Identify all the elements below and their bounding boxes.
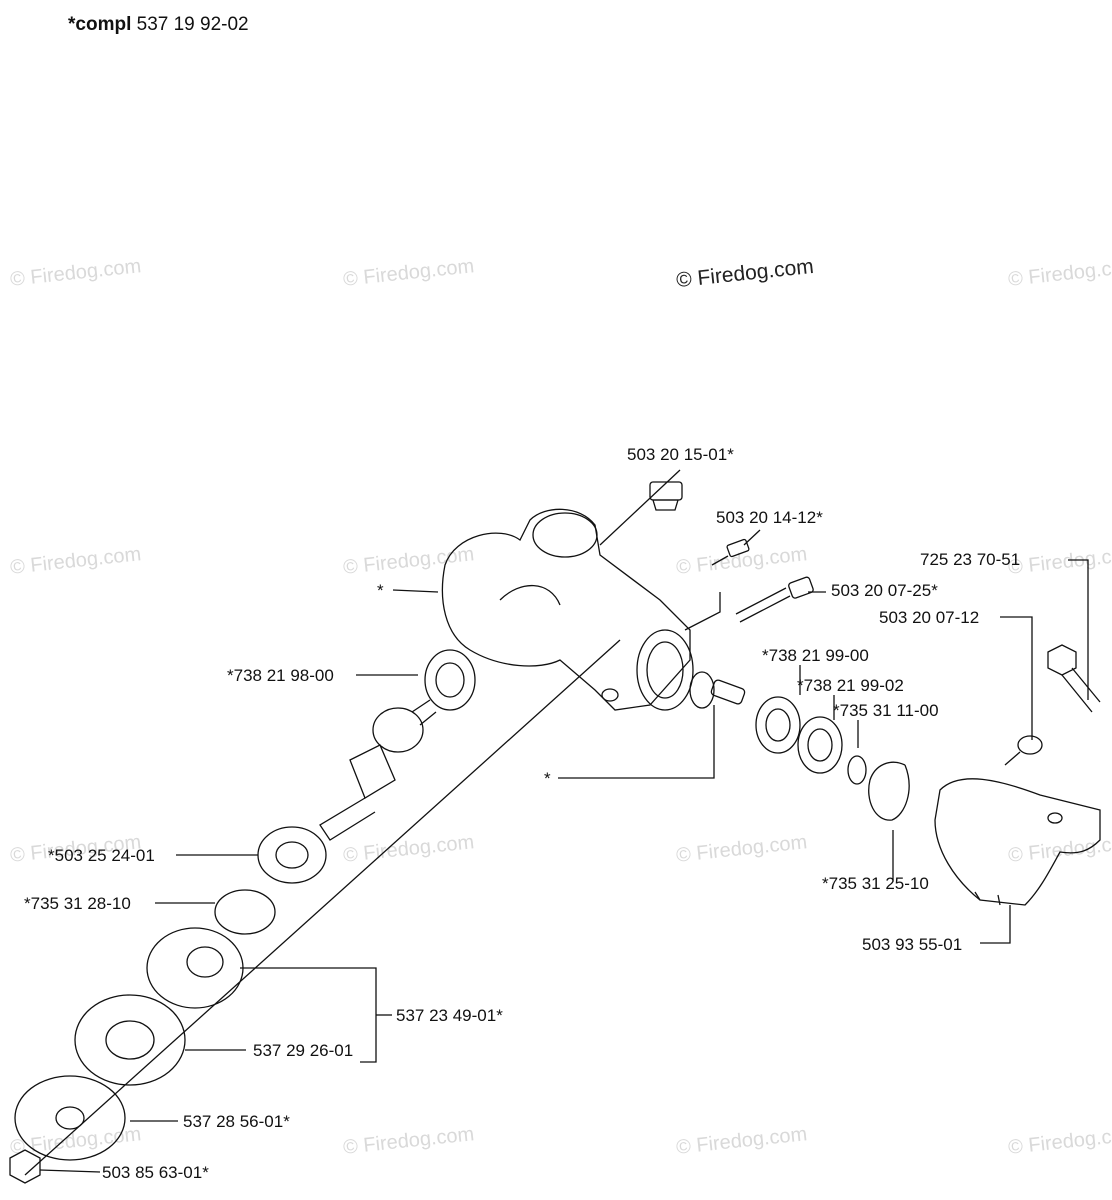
label-537-23-49-01: 537 23 49-01*: [396, 1006, 503, 1025]
bearing-738-21-98-00: [424, 649, 476, 711]
label-537-28-56-01: 537 28 56-01*: [183, 1112, 290, 1131]
label-503-25-24-01: *503 25 24-01: [48, 846, 155, 865]
ring-735-31-28-10: [214, 889, 276, 935]
label-735-31-11-00: *735 31 11-00: [833, 701, 939, 720]
flange-537-23-49-01: [146, 927, 244, 1009]
label-503-20-15-01: 503 20 15-01*: [627, 445, 734, 464]
pinion-gear: [689, 671, 746, 709]
shield-503-93-55-01: [934, 778, 1101, 906]
gear-housing: [441, 508, 694, 711]
label-503-93-55-01: 503 93 55-01: [862, 935, 963, 954]
leader-lines: [24, 469, 1089, 1176]
label-725-23-70-51: 725 23 70-51: [920, 550, 1021, 569]
label-shaft-asterisk: *: [544, 769, 551, 788]
bearing-738-21-99-02: [797, 716, 843, 774]
nut-503-85-63-01: [9, 1149, 41, 1184]
output-shaft: [319, 699, 437, 841]
assembly-part-number: 537 19 92-02: [136, 14, 249, 35]
bearing-738-21-99-00: [755, 696, 801, 754]
label-housing-asterisk: *: [377, 581, 384, 600]
screw-503-20-07-25: [735, 576, 814, 623]
label-738-21-98-00: *738 21 98-00: [227, 666, 334, 685]
label-735-31-25-10: *735 31 25-10: [822, 874, 929, 893]
label-503-20-07-25: 503 20 07-25*: [831, 581, 938, 600]
label-537-29-26-01: 537 29 26-01: [253, 1041, 354, 1060]
label-503-20-07-12: 503 20 07-12: [879, 608, 980, 627]
bolt-725-23-70-51: [1047, 644, 1101, 713]
circlip-735-31-25-10: [868, 761, 910, 821]
cup-537-28-56-01: [14, 1075, 126, 1161]
label-738-21-99-00: *738 21 99-00: [762, 646, 869, 665]
label-503-85-63-01: 503 85 63-01*: [102, 1163, 209, 1182]
assembly-number: *compl 537 19 92-02: [68, 14, 249, 36]
ring-735-31-11-00: [847, 755, 867, 785]
screw-503-20-14-12: [711, 538, 750, 566]
assembly-prefix: *compl: [68, 14, 132, 35]
bolt-503-20-07-12: [1004, 735, 1043, 766]
plug-503-20-15-01: [649, 481, 683, 511]
bearing-503-25-24-01: [257, 826, 327, 884]
label-738-21-99-02: *738 21 99-02: [797, 676, 904, 695]
washer-537-29-26-01: [74, 994, 186, 1086]
label-735-31-28-10: *735 31 28-10: [24, 894, 131, 913]
label-503-20-14-12: 503 20 14-12*: [716, 508, 823, 527]
